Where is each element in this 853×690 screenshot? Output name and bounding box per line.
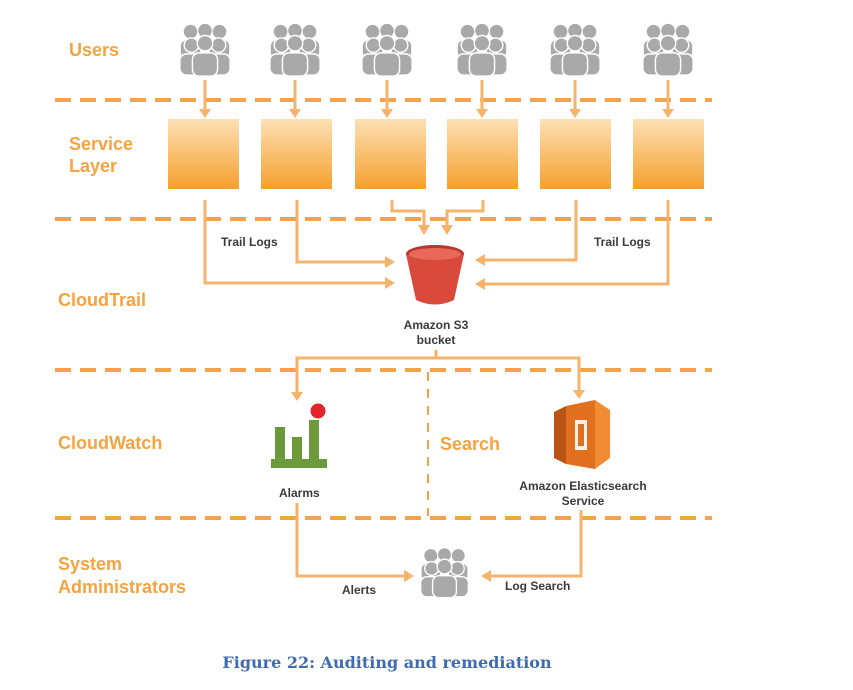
user-group-icon — [269, 23, 321, 77]
service-box — [168, 119, 239, 189]
trail-logs-right-label: Trail Logs — [594, 235, 651, 249]
service-box — [261, 119, 332, 189]
alarms-label: Alarms — [279, 486, 320, 500]
service-box — [633, 119, 704, 189]
lane-label-cloudwatch: CloudWatch — [58, 433, 162, 453]
elasticsearch-label-line1: Amazon Elasticsearch — [519, 479, 646, 493]
elasticsearch-icon — [554, 400, 610, 469]
user-group-icon — [361, 23, 413, 77]
s3-label-line1: Amazon S3 — [404, 318, 469, 332]
lane-label-service: Service — [69, 134, 133, 154]
user-service-arrows — [199, 80, 674, 118]
user-group-icon — [549, 23, 601, 77]
elasticsearch-label-line2: Service — [562, 494, 605, 508]
lane-label-users: Users — [69, 40, 119, 60]
service-box — [355, 119, 426, 189]
figure-caption: Figure 22: Auditing and remediation — [222, 653, 552, 672]
service-box — [447, 119, 518, 189]
lane-label-administrators: Administrators — [58, 577, 186, 597]
trail-logs-left-label: Trail Logs — [221, 235, 278, 249]
user-group-icon — [456, 23, 508, 77]
lane-label-cloudtrail: CloudTrail — [58, 290, 146, 310]
admin-flows — [295, 503, 583, 582]
alarm-chart-icon — [271, 403, 327, 468]
log-search-label: Log Search — [505, 579, 570, 593]
alerts-label: Alerts — [342, 583, 376, 597]
admin-group-icon — [419, 547, 470, 599]
service-bucket-flows — [203, 200, 670, 290]
user-group-icon — [179, 23, 231, 77]
user-group-icon — [642, 23, 694, 77]
lane-label-search: Search — [440, 434, 500, 454]
s3-bucket-icon — [406, 245, 464, 305]
lane-label-system: System — [58, 554, 122, 574]
bucket-distribution-flows — [291, 350, 585, 401]
service-box — [540, 119, 611, 189]
s3-label-line2: bucket — [417, 333, 456, 347]
lane-label-layer: Layer — [69, 156, 117, 176]
